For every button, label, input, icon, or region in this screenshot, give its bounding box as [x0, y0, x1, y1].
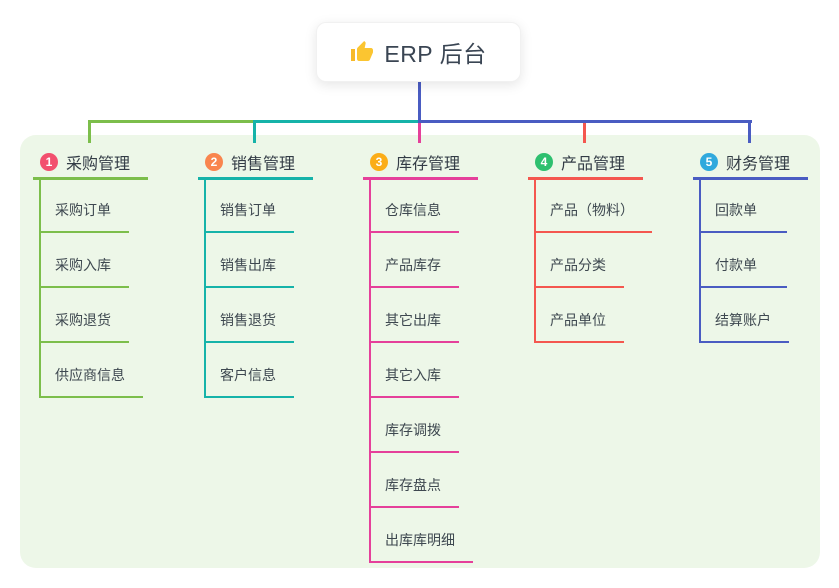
branch-2-child-2[interactable]: 销售出库 — [204, 256, 294, 288]
branch-2-child-connector-line — [204, 180, 206, 398]
branch-4-child-2-label: 产品分类 — [550, 257, 606, 273]
branch-5-child-3-label: 结算账户 — [715, 312, 771, 328]
branch-1-child-1-label: 采购订单 — [55, 202, 111, 218]
branch-2-child-1[interactable]: 销售订单 — [204, 201, 294, 233]
branch-1-title: 采购管理 — [66, 156, 131, 173]
branch-4-underline — [528, 177, 643, 180]
branch-4-child-3-label: 产品单位 — [550, 312, 606, 328]
branch-5-child-1[interactable]: 回款单 — [699, 201, 787, 233]
branch-3-child-5[interactable]: 库存调拨 — [369, 421, 459, 453]
branch-4-child-3[interactable]: 产品单位 — [534, 311, 624, 343]
bus-segment-middle — [253, 120, 420, 123]
branch-4-child-1[interactable]: 产品（物料） — [534, 201, 652, 233]
branch-2-child-4[interactable]: 客户信息 — [204, 366, 294, 398]
branch-1-number-badge: 1 — [40, 153, 58, 171]
branch-1-child-3[interactable]: 采购退货 — [39, 311, 129, 343]
branch-3-child-connector-line — [369, 180, 371, 563]
branch-1-header[interactable]: 1 采购管理 — [40, 150, 130, 174]
branch-3-drop-line — [418, 120, 421, 143]
branch-2-title: 销售管理 — [231, 156, 296, 173]
branch-3-header[interactable]: 3 库存管理 — [370, 150, 460, 174]
branch-2-drop-line — [253, 120, 256, 143]
branch-3-child-6[interactable]: 库存盘点 — [369, 476, 459, 508]
branch-5-child-connector-line — [699, 180, 701, 343]
branch-5-number-badge: 5 — [700, 153, 718, 171]
branch-1-child-1[interactable]: 采购订单 — [39, 201, 129, 233]
branch-2-number-badge: 2 — [205, 153, 223, 171]
branch-5-title: 财务管理 — [726, 156, 791, 173]
branch-3-child-2[interactable]: 产品库存 — [369, 256, 459, 288]
root-title: ERP 后台 — [384, 41, 487, 67]
branch-4-number-badge: 4 — [535, 153, 553, 171]
branch-3-child-3-label: 其它出库 — [385, 312, 441, 328]
branch-3-child-4-label: 其它入库 — [385, 367, 441, 383]
root-stem-line — [418, 82, 421, 123]
branch-3-child-7-label: 出库库明细 — [385, 532, 455, 548]
branch-4-header[interactable]: 4 产品管理 — [535, 150, 625, 174]
branch-2-header[interactable]: 2 销售管理 — [205, 150, 295, 174]
branch-2-child-1-label: 销售订单 — [220, 202, 276, 218]
branch-5-child-1-label: 回款单 — [715, 202, 757, 218]
branch-4-drop-line — [583, 120, 586, 143]
branch-4-child-2[interactable]: 产品分类 — [534, 256, 624, 288]
branch-1-child-4[interactable]: 供应商信息 — [39, 366, 143, 398]
branch-4-child-connector-line — [534, 180, 536, 343]
branch-2-child-4-label: 客户信息 — [220, 367, 276, 383]
branch-1-child-connector-line — [39, 180, 41, 398]
branch-5-drop-line — [748, 120, 751, 143]
branch-3-child-4[interactable]: 其它入库 — [369, 366, 459, 398]
branch-2-child-2-label: 销售出库 — [220, 257, 276, 273]
branch-3-child-6-label: 库存盘点 — [385, 477, 441, 493]
branch-3-child-5-label: 库存调拨 — [385, 422, 441, 438]
branch-5-child-2[interactable]: 付款单 — [699, 256, 787, 288]
branch-panel — [20, 135, 820, 568]
branch-5-child-3[interactable]: 结算账户 — [699, 311, 789, 343]
thumbs-up-icon — [350, 40, 374, 64]
root-node[interactable]: ERP 后台 — [316, 22, 521, 82]
branch-5-header[interactable]: 5 财务管理 — [700, 150, 790, 174]
branch-3-number-badge: 3 — [370, 153, 388, 171]
branch-1-child-3-label: 采购退货 — [55, 312, 111, 328]
bus-segment-right — [418, 120, 752, 123]
branch-3-child-2-label: 产品库存 — [385, 257, 441, 273]
branch-1-drop-line — [88, 120, 91, 143]
branch-4-title: 产品管理 — [561, 156, 626, 173]
branch-2-child-3[interactable]: 销售退货 — [204, 311, 294, 343]
branch-1-child-2-label: 采购入库 — [55, 257, 111, 273]
branch-3-child-1[interactable]: 仓库信息 — [369, 201, 459, 233]
branch-5-underline — [693, 177, 808, 180]
branch-5-child-2-label: 付款单 — [715, 257, 757, 273]
branch-1-child-2[interactable]: 采购入库 — [39, 256, 129, 288]
branch-1-underline — [33, 177, 148, 180]
branch-2-child-3-label: 销售退货 — [220, 312, 276, 328]
branch-2-underline — [198, 177, 313, 180]
bus-segment-left — [88, 120, 255, 123]
branch-3-child-7[interactable]: 出库库明细 — [369, 531, 473, 563]
branch-3-child-3[interactable]: 其它出库 — [369, 311, 459, 343]
branch-3-underline — [363, 177, 478, 180]
branch-3-child-1-label: 仓库信息 — [385, 202, 441, 218]
branch-4-child-1-label: 产品（物料） — [550, 202, 634, 218]
branch-1-child-4-label: 供应商信息 — [55, 367, 125, 383]
branch-3-title: 库存管理 — [396, 156, 461, 173]
